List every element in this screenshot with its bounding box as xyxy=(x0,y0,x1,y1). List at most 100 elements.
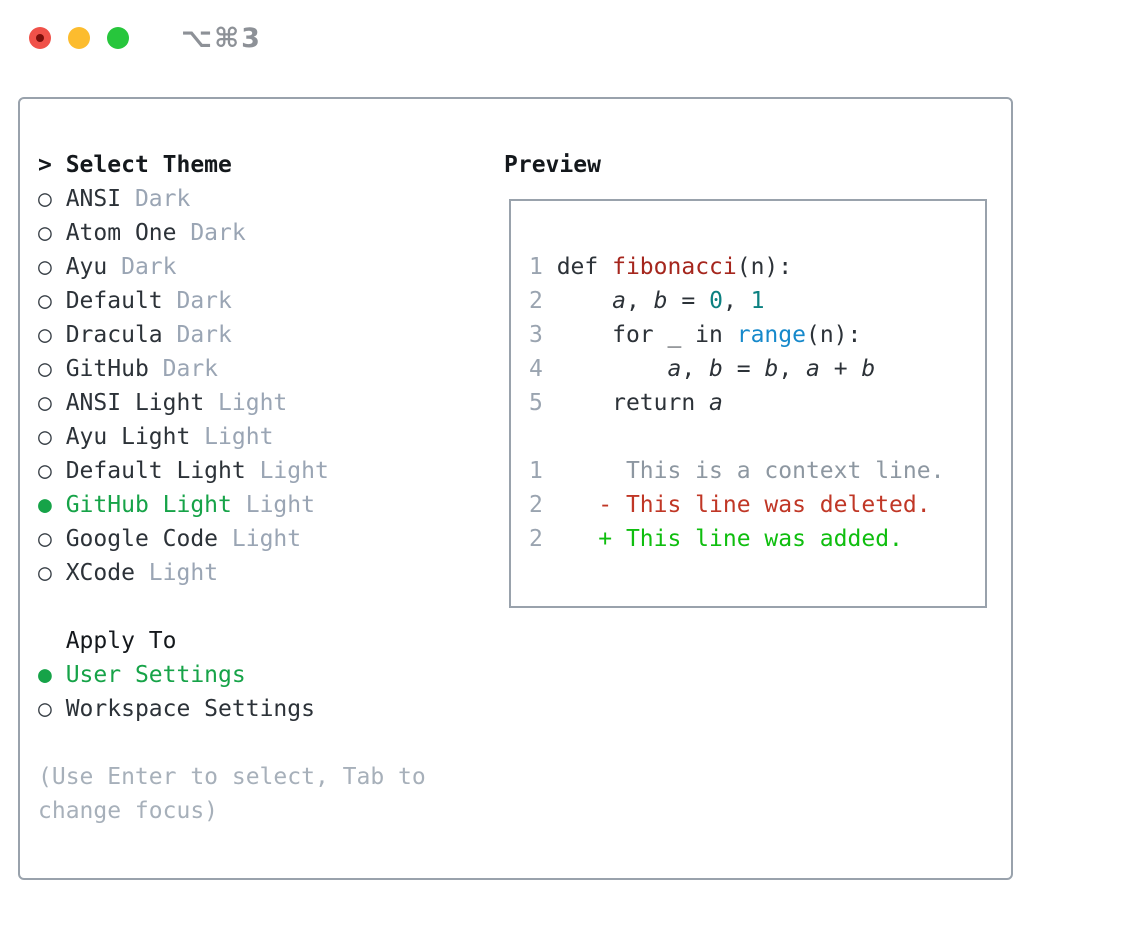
code-line: 3 for _ in range(n): xyxy=(529,318,985,352)
hint-text: (Use Enter to select, Tab to change focu… xyxy=(38,764,426,824)
code-segment-var: b xyxy=(861,356,876,382)
radio-icon: ○ xyxy=(38,526,66,552)
code-segment-context: This is a context line. xyxy=(542,458,945,484)
diff-line: 2 - This line was deleted. xyxy=(529,488,985,522)
code-segment-deleted: - This line was deleted. xyxy=(542,492,931,518)
theme-option-label: Dracula xyxy=(65,322,163,348)
theme-option-ayu-light[interactable]: ○ Ayu Light Light xyxy=(38,420,478,454)
theme-option-xcode[interactable]: ○ XCode Light xyxy=(38,556,478,590)
radio-icon: ○ xyxy=(38,424,66,450)
code-line: 4 a, b = b, a + b xyxy=(529,352,985,386)
apply-to-list: ● User Settings○ Workspace Settings xyxy=(38,658,478,726)
code-segment-code: , xyxy=(625,288,654,314)
theme-option-github-light[interactable]: ● GitHub Light Light xyxy=(38,488,478,522)
close-dot-icon xyxy=(36,34,44,42)
theme-variant-label: Light xyxy=(245,458,329,484)
code-segment-code: for _ in xyxy=(542,322,737,348)
theme-variant-label: Dark xyxy=(176,220,246,246)
zoom-button[interactable] xyxy=(107,27,129,49)
theme-option-google-code[interactable]: ○ Google Code Light xyxy=(38,522,478,556)
code-line: 5 return a xyxy=(529,386,985,420)
code-segment-code: def xyxy=(542,254,613,280)
theme-option-default[interactable]: ○ Default Dark xyxy=(38,284,478,318)
code-segment-code: = xyxy=(667,288,710,314)
apply-to-header: Apply To xyxy=(38,628,177,654)
radio-icon: ○ xyxy=(38,254,66,280)
code-segment-builtin: range xyxy=(736,322,806,348)
radio-icon: ○ xyxy=(38,288,66,314)
theme-option-label: GitHub Light xyxy=(65,492,232,518)
preview-title: Preview xyxy=(504,152,601,178)
code-segment-code: return xyxy=(542,390,710,416)
theme-variant-label: Light xyxy=(218,526,302,552)
theme-variant-label: Light xyxy=(134,560,219,586)
theme-variant-label: Dark xyxy=(121,186,191,212)
line-number: 5 xyxy=(529,390,543,416)
spacer xyxy=(529,420,985,454)
theme-option-github[interactable]: ○ GitHub Dark xyxy=(38,352,478,386)
theme-variant-label: Dark xyxy=(148,356,219,382)
theme-option-label: ANSI Light xyxy=(65,390,205,416)
theme-variant-label: Light xyxy=(204,390,288,416)
radio-icon: ○ xyxy=(38,220,66,246)
code-segment-var: a xyxy=(709,390,723,416)
apply-option-label: Workspace Settings xyxy=(65,696,315,722)
window-title-shortcut: ⌥⌘3 xyxy=(181,22,262,54)
code-segment-code: + xyxy=(819,356,862,382)
apply-option-user-settings[interactable]: ● User Settings xyxy=(38,658,478,692)
code-segment-code xyxy=(543,356,668,382)
radio-icon: ○ xyxy=(38,560,66,586)
code-segment-code: (n): xyxy=(736,254,793,280)
select-theme-header: > Select Theme xyxy=(38,148,478,182)
code-segment-num: 1 xyxy=(750,288,765,314)
minimize-button[interactable] xyxy=(68,27,90,49)
code-segment-code: , xyxy=(778,356,807,382)
titlebar: ⌥⌘3 xyxy=(0,0,1140,76)
code-segment-code: , xyxy=(722,288,751,314)
preview-box: 1 def fibonacci(n): 2 a, b = 0, 1 3 for _ … xyxy=(509,199,987,608)
radio-icon: ○ xyxy=(38,356,66,382)
line-number: 4 xyxy=(529,356,543,382)
code-segment-num: 0 xyxy=(709,288,723,314)
theme-list: ○ ANSI Dark○ Atom One Dark○ Ayu Dark○ De… xyxy=(38,182,478,590)
theme-option-atom-one[interactable]: ○ Atom One Dark xyxy=(38,216,478,250)
radio-icon: ○ xyxy=(38,322,66,348)
theme-option-label: XCode xyxy=(65,560,135,586)
radio-selected-icon: ● xyxy=(38,662,66,688)
radio-icon: ○ xyxy=(38,458,66,484)
code-segment-var: a xyxy=(806,356,820,382)
code-segment-var: a xyxy=(667,356,682,382)
apply-option-workspace-settings[interactable]: ○ Workspace Settings xyxy=(38,692,478,726)
select-theme-label: Select Theme xyxy=(65,152,232,178)
radio-icon: ○ xyxy=(38,186,66,212)
code-segment-var: b xyxy=(709,356,723,382)
theme-option-label: Ayu xyxy=(65,254,108,280)
theme-option-label: GitHub xyxy=(65,356,149,382)
code-segment-func: fibonacci xyxy=(612,254,737,280)
theme-selector-column: > Select Theme ○ ANSI Dark○ Atom One Dar… xyxy=(38,148,478,828)
theme-option-ansi[interactable]: ○ ANSI Dark xyxy=(38,182,478,216)
theme-variant-label: Light xyxy=(231,492,315,518)
code-preview: 1 def fibonacci(n): 2 a, b = 0, 1 3 for _ … xyxy=(529,250,985,420)
diff-preview: 1 This is a context line.2 - This line w… xyxy=(529,454,985,556)
theme-option-label: Atom One xyxy=(65,220,177,246)
line-number: 2 xyxy=(529,288,543,314)
code-line: 1 def fibonacci(n): xyxy=(529,250,985,284)
theme-variant-label: Dark xyxy=(162,288,232,314)
radio-icon: ○ xyxy=(38,390,66,416)
code-segment-code: , xyxy=(681,356,710,382)
line-number: 2 xyxy=(529,492,543,518)
line-number: 1 xyxy=(529,254,543,280)
theme-option-default-light[interactable]: ○ Default Light Light xyxy=(38,454,478,488)
close-button[interactable] xyxy=(29,27,51,49)
diff-line: 1 This is a context line. xyxy=(529,454,985,488)
theme-option-ansi-light[interactable]: ○ ANSI Light Light xyxy=(38,386,478,420)
spacer xyxy=(38,590,478,624)
theme-option-label: Default Light xyxy=(65,458,246,484)
cursor-icon: > xyxy=(38,152,66,178)
traffic-lights xyxy=(29,27,129,49)
apply-option-label: User Settings xyxy=(65,662,246,688)
theme-option-ayu[interactable]: ○ Ayu Dark xyxy=(38,250,478,284)
theme-option-dracula[interactable]: ○ Dracula Dark xyxy=(38,318,478,352)
